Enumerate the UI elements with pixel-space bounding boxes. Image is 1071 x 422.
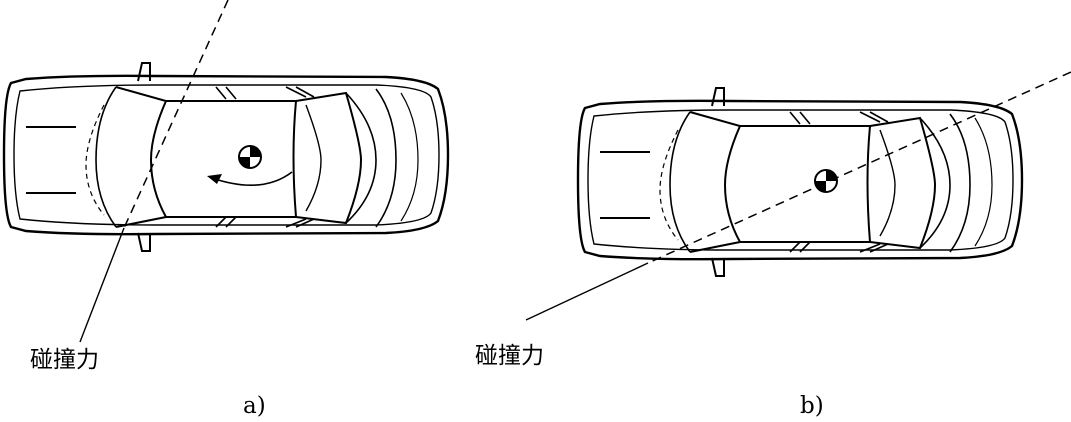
car-a	[2, 61, 450, 253]
rotation-arrow-a	[211, 171, 293, 186]
caption-b: b)	[800, 393, 824, 419]
impact-force-leader-b	[525, 262, 649, 321]
center-of-gravity-b	[814, 169, 838, 193]
rotation-arrowhead-a	[207, 174, 222, 184]
panel-b-diagram	[525, 71, 1071, 321]
panel-a-diagram	[2, 0, 450, 343]
caption-a: a)	[243, 393, 266, 419]
car-b	[576, 86, 1024, 278]
center-of-gravity-a	[238, 145, 262, 169]
force-label-b: 碰撞力	[475, 343, 544, 369]
impact-force-line-b	[647, 71, 1071, 264]
impact-force-leader-a	[79, 227, 125, 343]
force-label-a: 碰撞力	[30, 347, 99, 373]
impact-force-line-a	[123, 0, 229, 229]
